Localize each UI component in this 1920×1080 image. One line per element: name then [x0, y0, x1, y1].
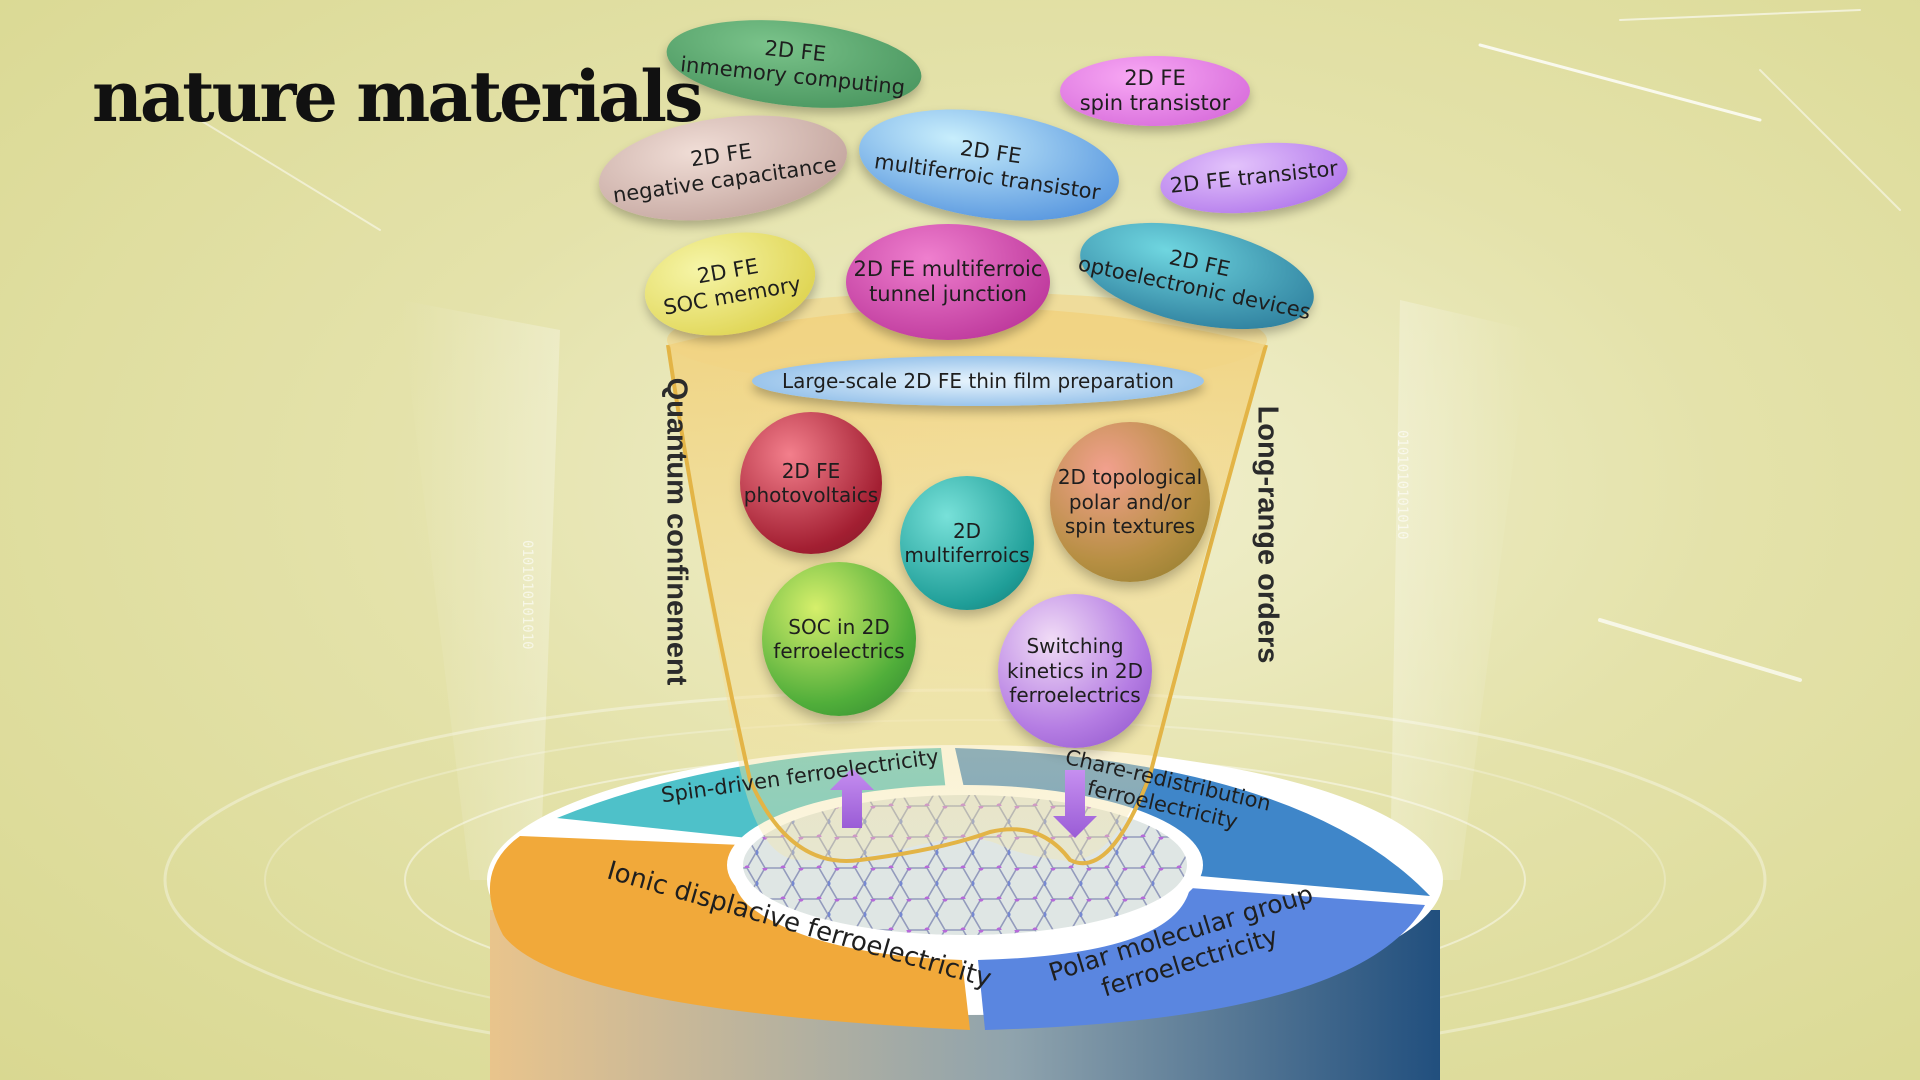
- sphere-topological-textures: 2D topological polar and/or spin texture…: [1050, 422, 1210, 582]
- binary-strip-right: 0101010101010: [1394, 430, 1410, 540]
- sphere-line-3: ferroelectrics: [1009, 683, 1141, 708]
- segment-polar-molecular: [978, 888, 1425, 1030]
- sphere-line-2: ferroelectrics: [773, 639, 905, 663]
- sphere-line-1: Switching: [1026, 634, 1124, 659]
- capsule-line-2: tunnel junction: [869, 282, 1027, 306]
- sphere-multiferroics: 2D multiferroics: [900, 476, 1034, 610]
- arrow-down: [1053, 770, 1097, 838]
- sphere-line-1: 2D FE: [781, 458, 841, 483]
- journal-logo: nature materials: [92, 55, 703, 138]
- label-long-range-orders: Long-range orders: [1251, 405, 1284, 664]
- sphere-line-1: 2D: [952, 518, 982, 543]
- sphere-line-2: polar and/or: [1068, 489, 1192, 514]
- label-quantum-confinement: Quantum confinement: [660, 377, 693, 686]
- sphere-line-1: SOC in 2D: [788, 614, 890, 639]
- capsule-multiferroic-tunnel-junction: 2D FE multiferroic tunnel junction: [846, 224, 1050, 340]
- sphere-switching-kinetics: Switching kinetics in 2D ferroelectrics: [998, 594, 1152, 748]
- sphere-line-2: photovoltaics: [743, 483, 879, 507]
- capsule-line-2: spin transistor: [1079, 91, 1231, 115]
- capsule-line-1: 2D FE transistor: [1168, 156, 1340, 199]
- sphere-soc-ferroelectrics: SOC in 2D ferroelectrics: [762, 562, 916, 716]
- capsule-line-1: 2D FE: [1124, 65, 1186, 90]
- capsule-line-1: 2D FE multiferroic: [853, 256, 1043, 281]
- sphere-line-2: multiferroics: [904, 543, 1030, 567]
- sphere-line-3: spin textures: [1064, 514, 1196, 539]
- capsule-thin-film-preparation: Large-scale 2D FE thin film preparation: [752, 356, 1204, 406]
- sphere-line-1: 2D topological: [1057, 465, 1203, 490]
- sphere-photovoltaics: 2D FE photovoltaics: [740, 412, 882, 554]
- capsule-line-1: Large-scale 2D FE thin film preparation: [782, 369, 1174, 393]
- binary-strip-left: 0101010101010: [519, 540, 535, 650]
- arrow-up: [830, 768, 874, 828]
- sphere-line-2: kinetics in 2D: [1006, 658, 1143, 683]
- capsule-spin-transistor: 2D FE spin transistor: [1060, 56, 1250, 126]
- segment-ionic: [489, 836, 970, 1030]
- light-beam-left: [400, 300, 560, 880]
- light-beam-right: [1390, 300, 1530, 880]
- sparkle-streaks: [199, 9, 1901, 682]
- funnel-outline: [666, 344, 1268, 866]
